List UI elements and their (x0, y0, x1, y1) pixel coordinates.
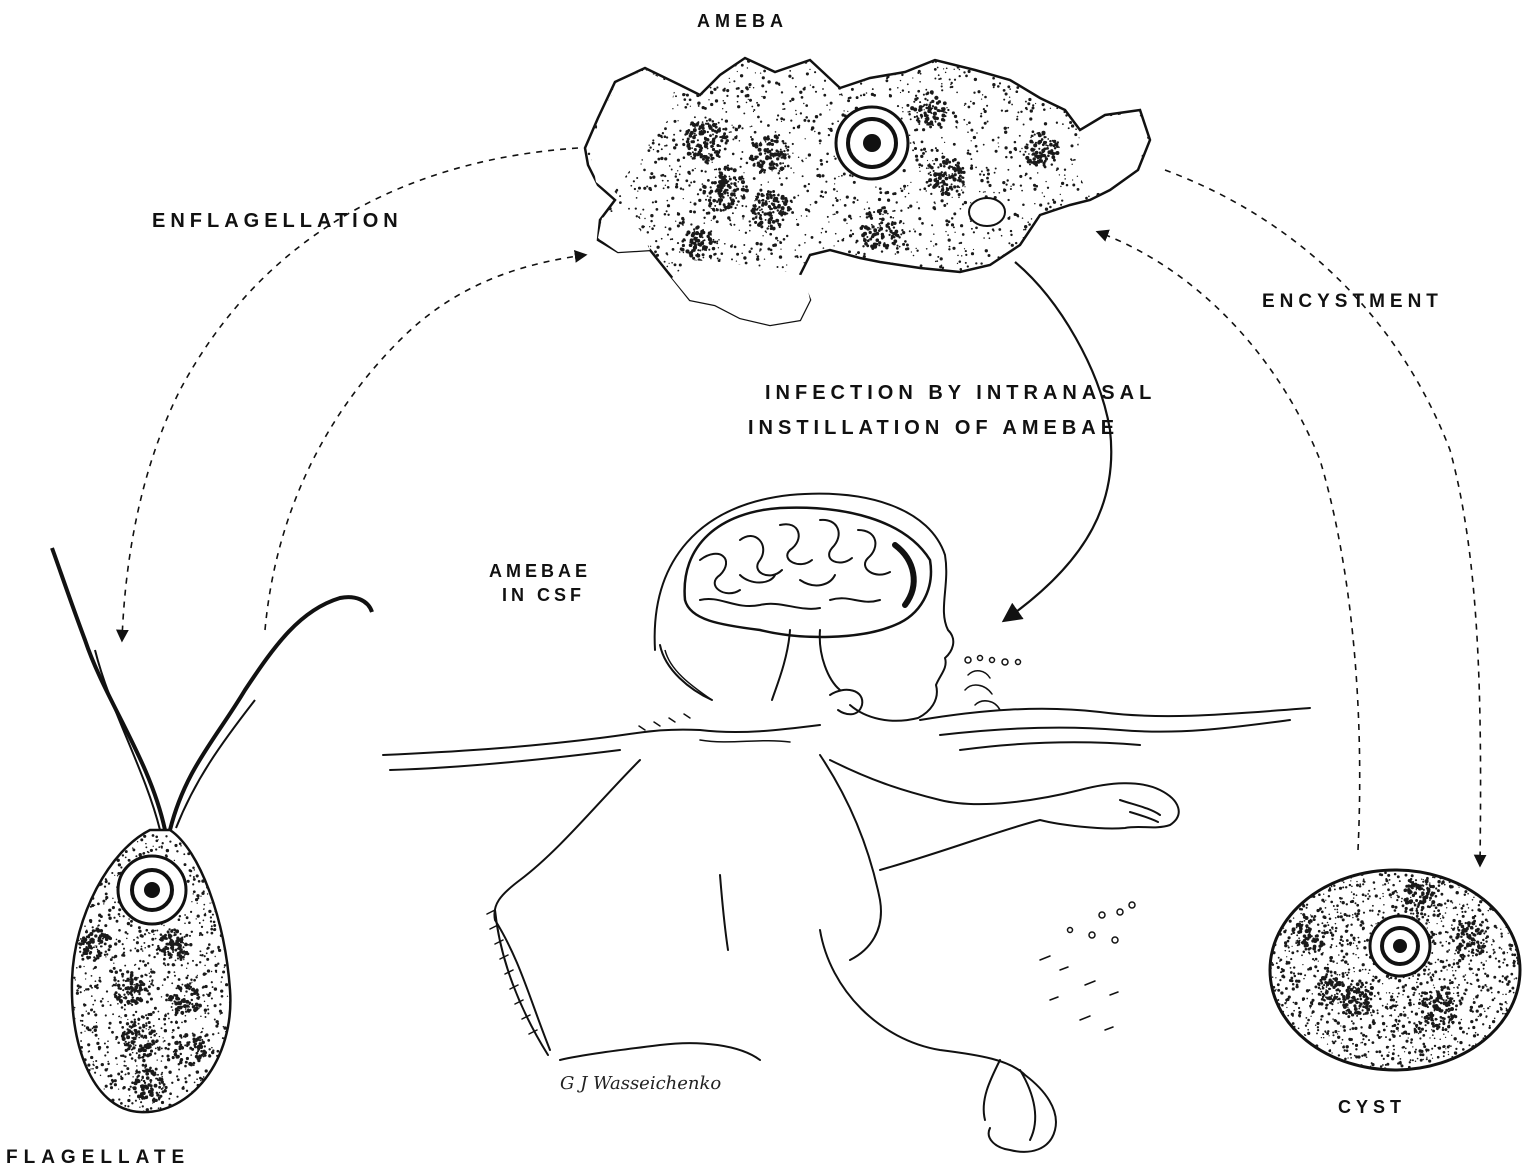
label-ameba: AMEBA (697, 12, 788, 30)
excystment-arrow (1098, 232, 1360, 850)
encystment-arrow (1165, 170, 1481, 865)
water-surface (383, 725, 820, 755)
artist-signature: G J Wasseichenko (560, 1073, 721, 1094)
swimmer-body (494, 760, 640, 1050)
ameba-vacuole (969, 198, 1005, 226)
label-infection-line1: INFECTION BY INTRANASAL (765, 383, 1156, 403)
brain-icon (685, 508, 931, 700)
label-encystment: ENCYSTMENT (1262, 292, 1443, 311)
swimmer-arm-lower (820, 930, 1056, 1152)
cyst-illustration (1269, 869, 1522, 1072)
label-flagellate: FLAGELLATE (6, 1148, 190, 1167)
infection-arrow (1005, 262, 1111, 620)
flagellate-illustration (52, 548, 372, 1116)
swimmer-arm-forward (830, 760, 1179, 870)
label-infection-line2: INSTILLATION OF AMEBAE (748, 418, 1119, 438)
flagellum-left (52, 548, 165, 830)
ameba-illustration (584, 54, 1156, 332)
label-amebae-csf-line1: AMEBAE (489, 562, 591, 580)
label-enflagellation: ENFLAGELLATION (152, 211, 403, 231)
label-amebae-csf-line2: IN CSF (502, 586, 585, 604)
label-cyst: CYST (1338, 1098, 1406, 1116)
flagellum-right (170, 597, 372, 830)
csf-pointer (665, 650, 712, 700)
